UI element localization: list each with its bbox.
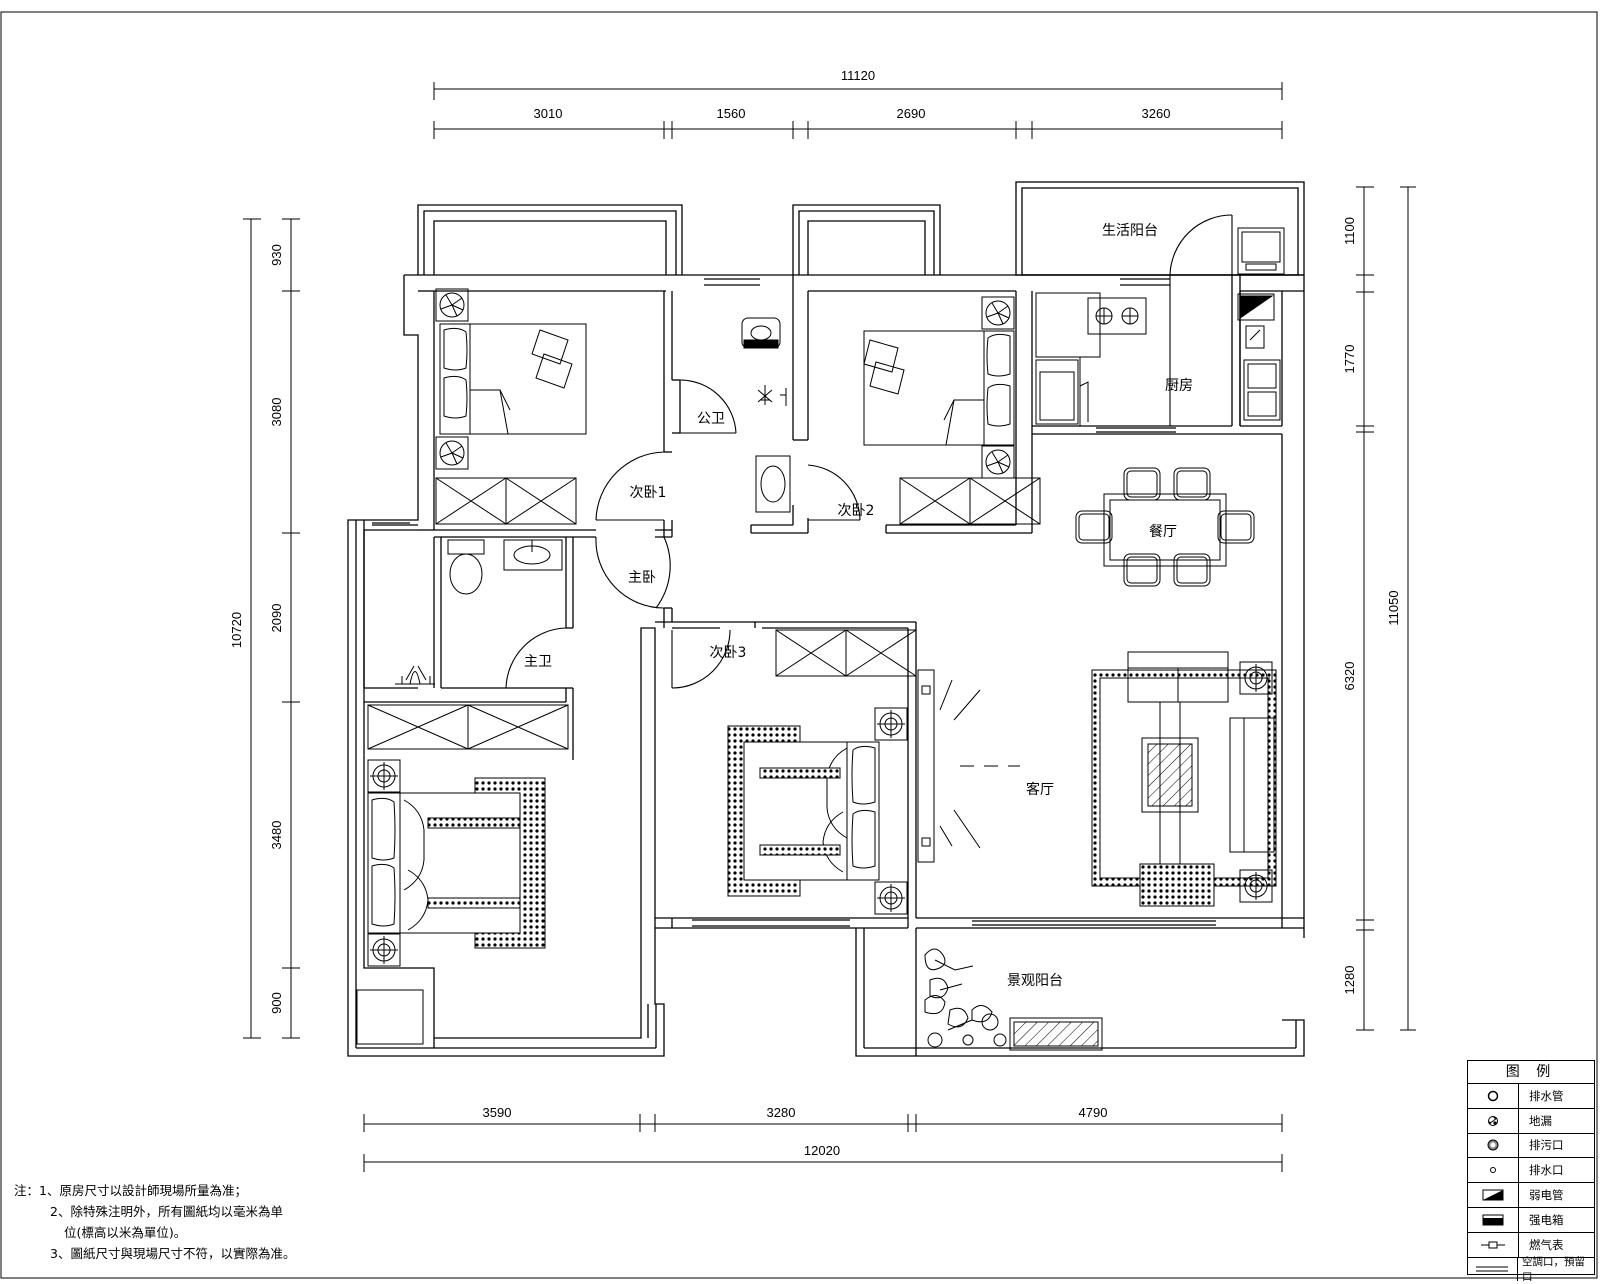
legend-label: 地漏 [1529,1113,1552,1128]
legend-label: 燃气表 [1529,1237,1564,1252]
notes: 注：1、原房尺寸以設計師現場所量為准； 2、除特殊注明外，所有圖紙均以毫米為单 … [14,1180,344,1264]
water-outlet-icon [1490,1167,1496,1174]
dim-top-2: 1560 [717,106,746,121]
label-bedroom1: 次卧1 [630,485,667,501]
dim-right-1: 1100 [1342,217,1357,245]
label-kitchen: 厨房 [1165,378,1193,394]
room-labels: 生活阳台 厨房 公卫 次卧1 次卧2 餐厅 主卧 主卫 次卧3 客厅 景观阳台 [524,223,1193,989]
legend-label: 空調口，預留口 [1521,1256,1585,1284]
label-bedroom3: 次卧3 [710,645,747,661]
dim-bottom-total: 12020 [804,1143,840,1158]
public-bath-fixtures [741,317,791,513]
kitchen-fixtures [1035,227,1285,426]
label-view-balcony: 景观阳台 [1007,973,1063,989]
legend-row: 排污口 [1468,1133,1594,1159]
sewage-outlet-icon [1487,1139,1499,1151]
legend-title: 图 例 [1468,1061,1594,1084]
legend-row: 空調口，預留口 [1468,1256,1594,1283]
dimension-lines [243,82,1416,1172]
dim-bottom-1: 3590 [483,1105,512,1120]
walls [347,181,1305,1057]
note-2: 2、除特殊注明外，所有圖紙均以毫米為单 [50,1204,283,1219]
bedroom2-furniture [863,296,1041,525]
dim-right-total: 11050 [1386,590,1401,625]
legend-label: 排水管 [1529,1088,1564,1103]
label-living-room: 客厅 [1026,781,1054,798]
legend-label: 强电箱 [1529,1212,1564,1227]
dim-left-total: 10720 [229,612,244,648]
power-box-icon [1482,1214,1504,1226]
label-bedroom2: 次卧2 [838,503,875,519]
ac-hole-icon [1476,1266,1509,1272]
dim-top-1: 3010 [534,106,563,121]
master-bath-fixtures [395,539,563,685]
legend-row: 燃气表 [1468,1232,1594,1258]
doors [505,214,1233,689]
dim-right-2: 1770 [1342,345,1357,374]
legend-row: 弱电管 [1468,1183,1594,1208]
dim-top-4: 3260 [1142,106,1171,121]
note-4: 3、圖紙尺寸與現場尺寸不符，以實際為准。 [50,1246,296,1261]
dining-furniture [1075,467,1255,587]
note-1: 注：1、原房尺寸以設計師現場所量為准； [14,1183,247,1198]
gas-meter-icon [1481,1241,1505,1249]
label-master-bath: 主卫 [524,654,552,670]
dim-top-total: 11120 [841,68,875,83]
legend-row: 排水口 [1468,1158,1594,1184]
dim-top-3: 2690 [897,106,926,121]
legend-row: 强电箱 [1468,1207,1594,1233]
legend-label: 排水口 [1529,1163,1564,1178]
label-living-balcony: 生活阳台 [1102,223,1158,239]
legend: 图 例 排水管 地漏 排污口 排水口 弱电管 强电箱 燃气表 空調口，預留口 [1467,1060,1595,1283]
label-public-bath: 公卫 [697,411,725,427]
dim-left-1: 930 [269,244,284,266]
legend-row: 地漏 [1468,1108,1594,1134]
dim-left-4: 3480 [269,821,284,850]
dim-left-5: 900 [269,992,284,1014]
dim-right-3: 6320 [1342,662,1357,691]
dim-bottom-3: 4790 [1079,1105,1108,1120]
living-room-furniture [917,651,1277,907]
weak-current-icon [1482,1189,1504,1201]
legend-label: 排污口 [1529,1138,1564,1153]
legend-row: 排水管 [1468,1084,1594,1109]
floor-drain-icon [1488,1115,1498,1126]
bedroom3-furniture [727,629,917,915]
dim-bottom-2: 3280 [767,1105,796,1120]
dim-left-2: 3080 [269,398,284,427]
label-dining: 餐厅 [1149,524,1177,540]
legend-label: 弱电管 [1529,1188,1564,1203]
dimension-labels: 11120 3010 1560 2690 3260 3590 3280 4790… [229,68,1401,1158]
bedroom1-furniture [435,288,587,525]
label-master: 主卧 [628,570,656,586]
master-bedroom-furniture [356,704,569,1045]
note-3: 位(標高以米為單位)。 [64,1225,187,1240]
dim-left-3: 2090 [269,604,284,633]
drain-pipe-icon [1487,1090,1499,1102]
balcony-plants [924,948,1103,1051]
dim-right-4: 1280 [1342,966,1357,995]
sheet-border [0,11,1598,1279]
